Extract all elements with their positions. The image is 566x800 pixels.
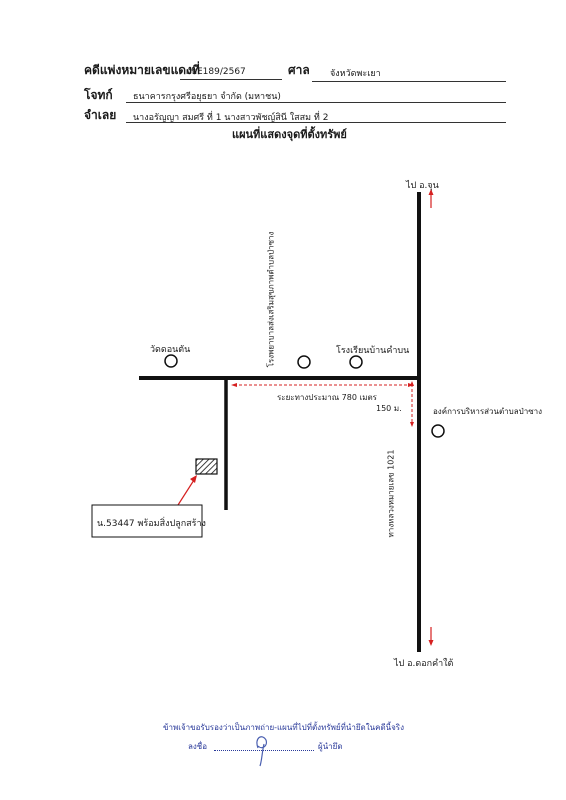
hospital-label: โรงพยาบาลส่งเสริมสุขภาพตำบลป่าซาง [266,231,276,368]
property-callout-box [91,504,203,538]
case-number-underline [180,79,282,80]
court-value: จังหวัดพะเยา [330,69,381,79]
school-label: โรงเรียนบ้านคำบน [336,346,410,356]
defendant-underline [126,122,506,123]
plaintiff-label: โจทก์ [84,88,113,102]
court-underline [312,81,506,82]
highway-label: ทางหลวงหมายเลข 1021 [386,449,396,538]
case-number-label: คดีแพ่งหมายเลขแดงที่ [84,63,200,77]
signature-suffix: ผู้นำยึด [318,742,343,751]
map-title: แผนที่แสดงจุดที่ตั้งทรัพย์ [232,128,347,141]
short-distance-dimension-line [410,381,414,427]
property-parcel-icon [195,458,218,475]
sao-label: องค์การบริหารส่วนตำบลป่าซาง [433,407,543,416]
signature-icon [256,736,267,767]
short-distance-label: 150 ม. [376,404,402,413]
court-label: ศาล [288,63,310,77]
hospital-marker-icon [297,355,311,369]
distance-dimension-line [231,383,414,387]
north-arrow-icon [428,189,434,208]
case-number-value: ผบE189/2567 [186,67,246,77]
defendant-label: จำเลย [84,108,117,122]
sao-marker-icon [431,424,445,438]
property-pointer-arrow-icon [177,475,197,506]
signature-line [214,750,314,751]
signature-prefix: ลงชื่อ [188,742,208,751]
south-arrow-icon [428,627,434,646]
certification-text: ข้าพเจ้าขอรับรองว่าเป็นภาพถ่าย-แผนที่ไปท… [163,723,405,732]
defendant-value: นางอรัญญา สมศรี ที่ 1 นางสาวพัชญ์สินี ใส… [133,113,329,123]
property-label: น.53447 พร้อมสิ่งปลูกสร้าง [97,519,206,529]
temple-label: วัดดอนตัน [150,345,191,355]
plaintiff-value: ธนาคารกรุงศรีอยุธยา จำกัด (มหาชน) [133,92,281,102]
north-direction-label: ไป อ.จุน [406,181,439,191]
distance-label: ระยะทางประมาณ 780 เมตร [277,393,377,402]
south-direction-label: ไป อ.ดอกคำใต้ [394,659,454,669]
plaintiff-underline [126,102,506,103]
school-marker-icon [349,355,363,369]
temple-marker-icon [164,354,178,368]
